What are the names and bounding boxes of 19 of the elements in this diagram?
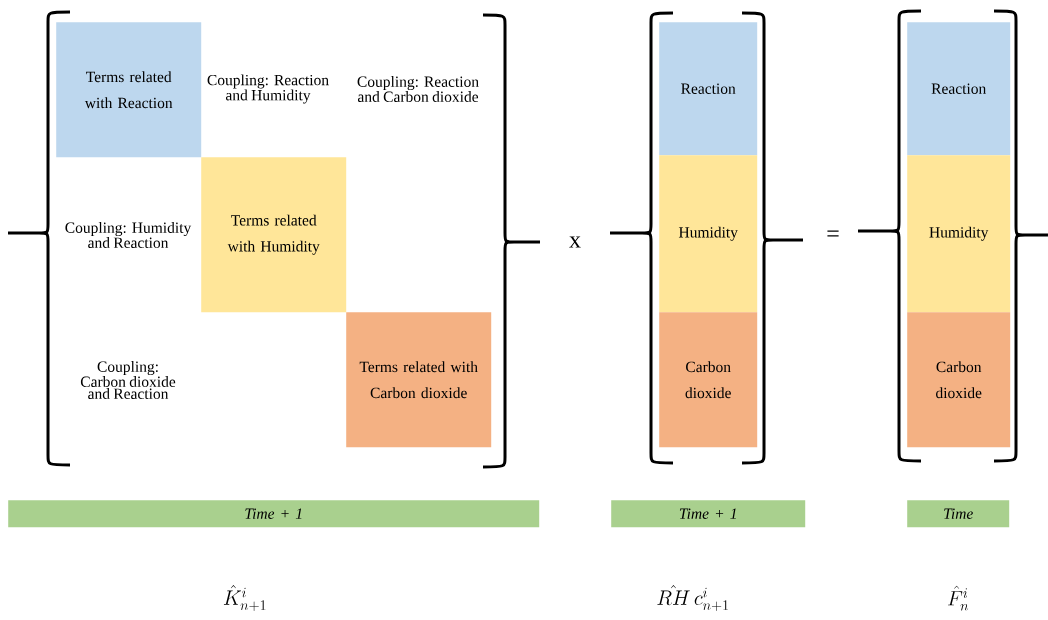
- matrix-cell: Terms related with Reaction: [56, 22, 202, 158]
- time-bar: Time + 1: [8, 500, 540, 528]
- matrix-entry: Coupling: Reaction and Carbon dioxide: [357, 76, 479, 102]
- time-bar: Time: [907, 500, 1010, 528]
- vector-cell: Carbon dioxide: [907, 312, 1011, 448]
- vector-cell: Humidity: [907, 155, 1011, 313]
- matrix-entry: Coupling: Carbon dioxide and Reaction: [80, 361, 176, 399]
- vector-cell: Reaction: [907, 22, 1011, 156]
- vector-cell: Reaction: [659, 22, 758, 156]
- matrix-cell: Terms related with Humidity: [201, 157, 347, 313]
- vector-symbol: $\hat{F}^{i}_{n}$: [947, 585, 969, 611]
- operator-sign: x: [569, 236, 581, 248]
- vector-cell: Humidity: [659, 155, 758, 313]
- vector-cell: Carbon dioxide: [659, 312, 758, 448]
- matrix-cell: Terms related with Carbon dioxide: [346, 312, 492, 448]
- vector-symbol: $\hat{RH}\, c^{i}_{n+1}$: [657, 585, 728, 611]
- vector-symbol: $\hat{K}^{i}_{n+1}$: [223, 585, 266, 611]
- operator-sign: =: [827, 230, 839, 237]
- time-bar: Time + 1: [611, 500, 806, 528]
